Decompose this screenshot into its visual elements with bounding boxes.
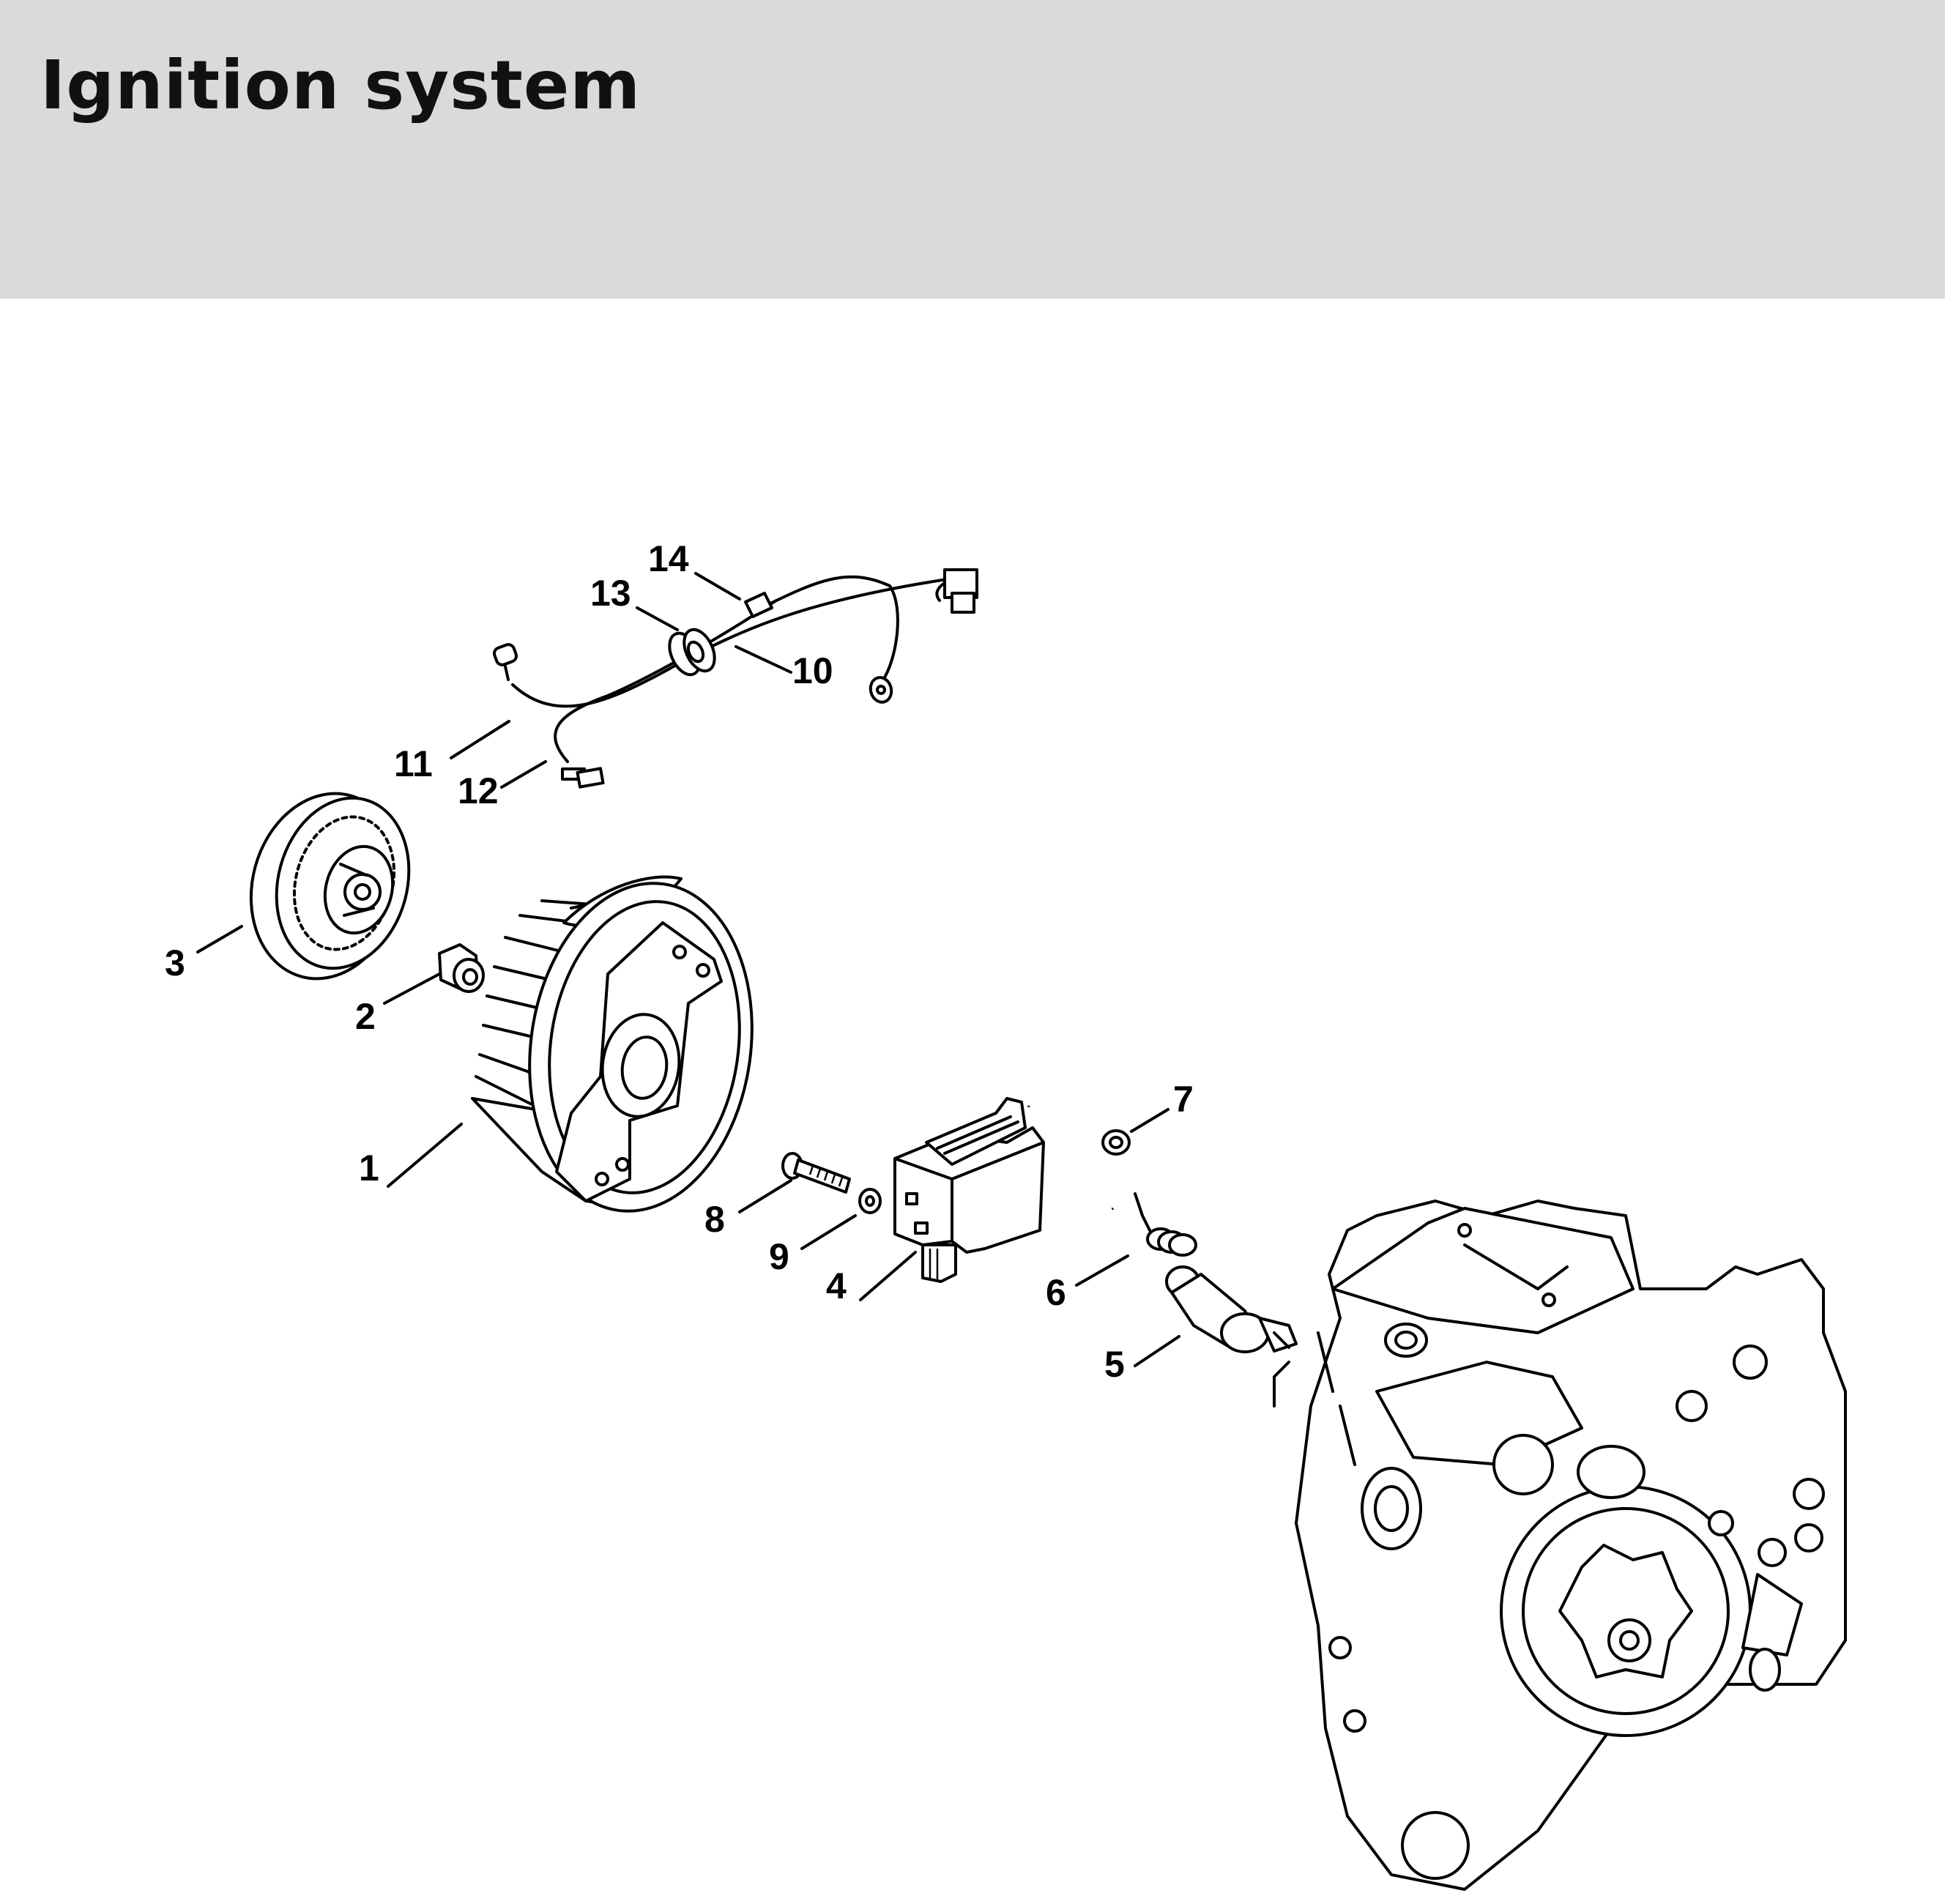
engine-housing-part [1273,1200,1847,1891]
leader-12 [500,760,547,789]
callout-3: 3 [165,942,185,983]
screw-part [781,1152,851,1194]
callout-7: 7 [1173,1079,1194,1120]
spring-part [1134,1192,1197,1257]
callout-13: 13 [590,573,631,614]
leader-8 [738,1179,792,1213]
washer-part [858,1188,882,1214]
wiring-harness [492,568,978,789]
callout-labels: 1 2 3 4 5 6 7 8 9 10 11 12 13 14 [165,538,1194,1385]
leader-1 [387,1123,463,1188]
leader-3 [196,925,243,953]
leader-lines [196,572,1180,1367]
pawl-carrier-part [249,792,411,981]
leader-11 [450,720,510,759]
leader-14 [694,572,741,600]
callout-4: 4 [826,1265,847,1306]
ignition-module-part [893,1085,1117,1283]
callout-9: 9 [769,1236,789,1277]
callout-5: 5 [1104,1344,1125,1385]
spark-plug-boot-part [1165,1265,1298,1353]
callout-14: 14 [648,538,689,579]
leader-5 [1134,1335,1180,1367]
callout-11: 11 [394,743,433,784]
leader-6 [1075,1254,1129,1287]
leader-9 [800,1214,857,1250]
leader-2 [383,973,441,1005]
nut-part [438,943,485,993]
callout-2: 2 [355,996,376,1037]
callout-10: 10 [792,650,833,691]
page-title: Ignition system [40,46,641,124]
flywheel-part [471,875,754,1213]
leader-4 [859,1251,917,1301]
callout-8: 8 [704,1199,725,1240]
header-band: Ignition system [0,0,1945,299]
grommet-part [1101,1129,1131,1156]
leader-13 [636,606,679,631]
callout-1: 1 [359,1148,379,1189]
callout-6: 6 [1046,1272,1066,1313]
leader-10 [735,645,792,674]
callout-12: 12 [458,770,499,811]
leader-7 [1130,1108,1169,1133]
